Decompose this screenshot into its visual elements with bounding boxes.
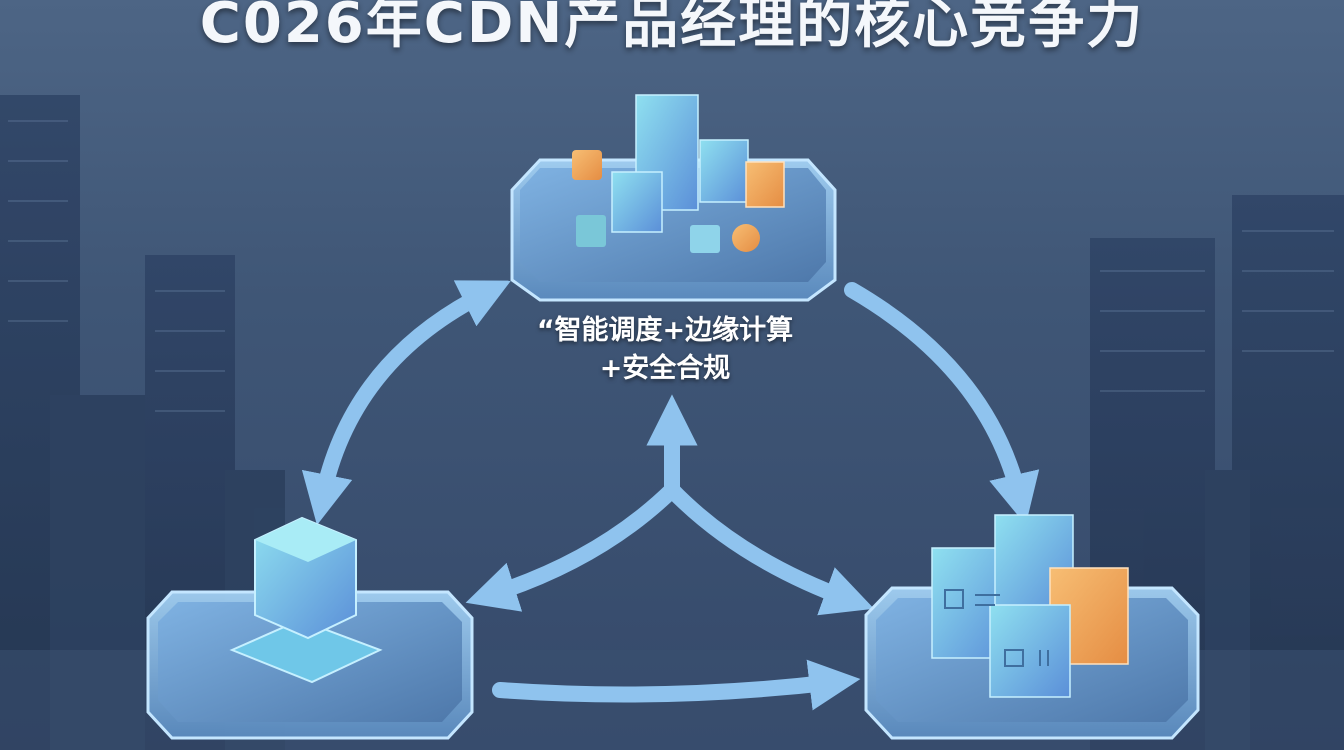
arrow-center-left [465, 482, 680, 612]
arrow-center-right [664, 482, 875, 616]
server-cluster-icon [572, 94, 785, 253]
caption-line-2: +安全合规 [599, 353, 731, 384]
single-cube-icon [229, 516, 383, 684]
data-blocks-icon [931, 514, 1129, 698]
arrow-top-left [301, 280, 511, 526]
page-title: C026年CDN产品经理的核心竞争力 [199, 0, 1145, 56]
cycle-arrows [301, 280, 1040, 711]
core-competency-caption: “智能调度+边缘计算 +安全合规 [500, 312, 830, 388]
caption-line-1: “智能调度+边缘计算 [536, 315, 794, 346]
arrow-top-right [844, 282, 1040, 525]
arrow-bottom [492, 659, 861, 711]
